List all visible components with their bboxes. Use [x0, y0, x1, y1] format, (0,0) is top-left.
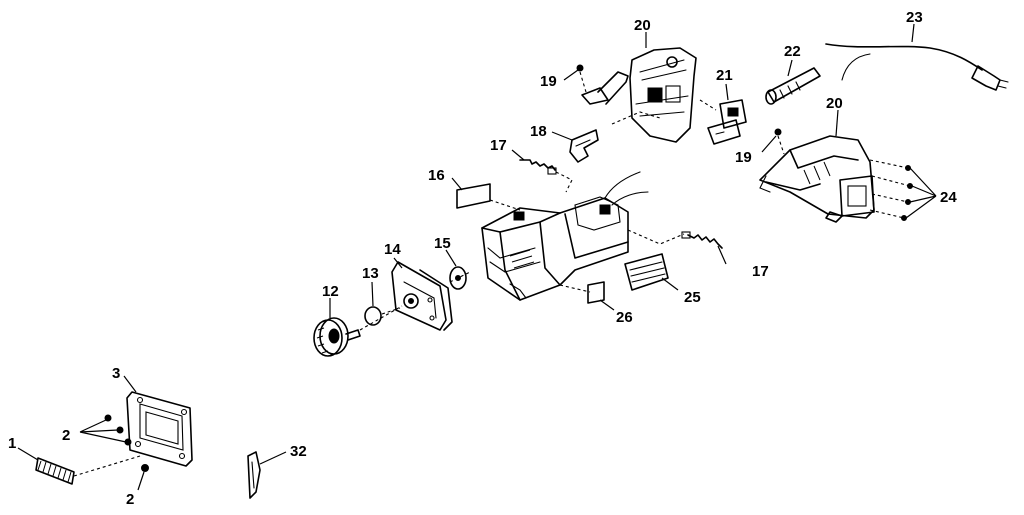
callout-12: 12 — [322, 283, 339, 300]
part-23-power-cord — [825, 43, 1009, 91]
callout-17-lower: 17 — [752, 263, 769, 280]
callout-2-lower: 2 — [126, 491, 134, 508]
part-19-screw-upper — [576, 64, 587, 93]
callout-leaders — [17, 23, 937, 491]
callout-1: 1 — [8, 435, 16, 452]
part-25-plate — [624, 253, 669, 291]
part-32-blade — [247, 451, 261, 499]
callout-16: 16 — [428, 167, 445, 184]
part-22-strain-relief — [765, 67, 821, 105]
assembly-guide-lines — [73, 99, 717, 477]
callout-21: 21 — [716, 67, 733, 84]
part-17-spring-upper — [519, 159, 557, 175]
callout-22: 22 — [784, 43, 801, 60]
callout-15: 15 — [434, 235, 451, 252]
callout-32: 32 — [290, 443, 307, 460]
callout-20-upper: 20 — [634, 17, 651, 34]
callout-2-upper: 2 — [62, 427, 70, 444]
callout-19-lower: 19 — [735, 149, 752, 166]
callout-25: 25 — [684, 289, 701, 306]
part-19-screw-lower — [774, 128, 785, 155]
part-21-switch — [707, 99, 747, 145]
part-1-spring — [35, 457, 75, 485]
part-12-gear — [313, 317, 361, 357]
motor-housing — [481, 196, 629, 301]
part-13-ring — [364, 306, 382, 326]
housing-wires — [604, 171, 649, 206]
callout-17-upper: 17 — [490, 137, 507, 154]
part-16-label — [456, 183, 491, 209]
callout-14: 14 — [384, 241, 401, 258]
part-17-spring-lower — [681, 231, 723, 249]
callout-24: 24 — [940, 189, 957, 206]
callout-13: 13 — [362, 265, 379, 282]
part-3-end-cover — [126, 391, 193, 467]
callout-3: 3 — [112, 365, 120, 382]
part-14-housing-plate — [391, 261, 453, 331]
part-20-handle-upper — [581, 47, 697, 143]
callout-18: 18 — [530, 123, 547, 140]
callout-19-upper: 19 — [540, 73, 557, 90]
callout-20-lower: 20 — [826, 95, 843, 112]
part-26-label — [587, 281, 605, 304]
part-24-screws — [869, 159, 913, 221]
callout-26: 26 — [616, 309, 633, 326]
part-18-clip — [569, 129, 599, 163]
part-2-screws — [104, 414, 149, 472]
part-20-handle-lower — [759, 135, 875, 223]
callout-numbers: 1 2 2 3 12 13 14 15 16 17 17 18 19 19 20… — [8, 9, 957, 508]
callout-23: 23 — [906, 9, 923, 26]
